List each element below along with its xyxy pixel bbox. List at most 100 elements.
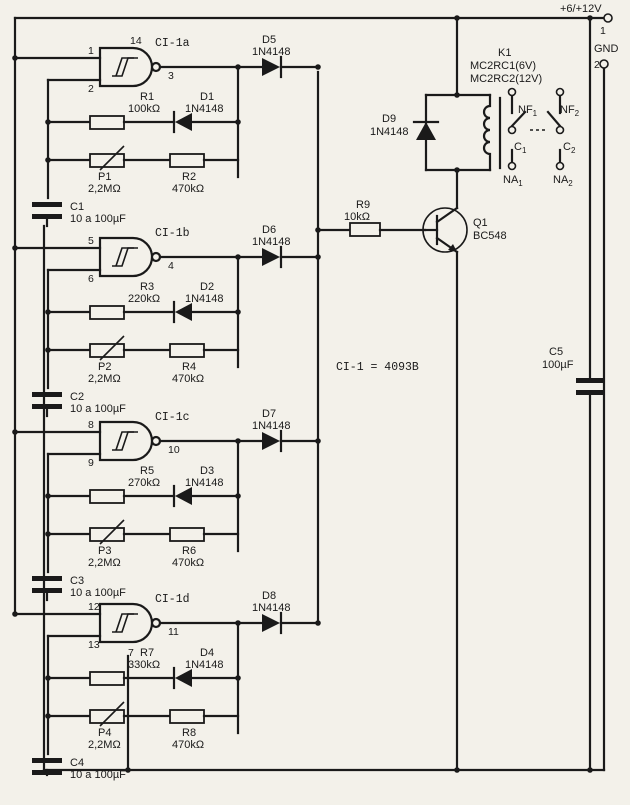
stage-1-cap-value: 10 a 100µF	[70, 213, 126, 225]
supply-label: +6/+12V	[560, 3, 602, 15]
stage-3-potentiometer-arrow	[99, 519, 125, 545]
stage-4-resistor-ref: R7	[140, 647, 154, 659]
stage-3-potentiometer	[89, 527, 125, 542]
stage-1-pin-out: 3	[168, 70, 174, 82]
stage-2-resistor-ref: R3	[140, 281, 154, 293]
stage-4-resistor	[169, 709, 205, 724]
stage-2-diode-part: 1N4148	[185, 293, 224, 305]
k1-ref: K1	[498, 47, 511, 59]
stage-1-cap-ref: C1	[70, 201, 84, 213]
stage-1-pin-in1: 1	[88, 45, 94, 57]
stage-4-pot-value: 2,2MΩ	[88, 739, 121, 751]
c2-label: C2	[563, 141, 576, 155]
stage-3-diode-ref: D3	[200, 465, 214, 477]
stage-1-out-diode-part: 1N4148	[252, 46, 291, 58]
stage-1-pot-ref: P1	[98, 171, 111, 183]
na2-label: NA2	[553, 174, 573, 188]
stage-3-resistor-ref: R5	[140, 465, 154, 477]
stage-4-junction-dot	[45, 713, 51, 719]
stage-3-resistor-value: 470kΩ	[172, 557, 204, 569]
stage-2-pot-ref: P2	[98, 361, 111, 373]
stage-1-junction-dot	[315, 64, 321, 70]
stage-1-potentiometer	[89, 153, 125, 168]
stage-1-pin-in2: 2	[88, 83, 94, 95]
stage-1-resistor	[169, 153, 205, 168]
stage-3-capacitor	[32, 588, 62, 593]
stage-1-junction-dot	[45, 157, 51, 163]
stage-2-output-diode	[262, 248, 280, 266]
stage-1-capacitor	[32, 214, 62, 219]
junction-dot	[454, 15, 460, 21]
stage-2-resistor-ref: R4	[182, 361, 196, 373]
stage-3-output-diode	[262, 432, 280, 450]
stage-3-pin-out: 10	[168, 444, 180, 456]
stage-2-schmitt-symbol	[115, 247, 134, 267]
stage-3-diode-part: 1N4148	[185, 477, 224, 489]
stage-4-nand-gate	[98, 602, 154, 644]
stage-4-output-diode	[262, 614, 280, 632]
stage-4-out-diode-part: 1N4148	[252, 602, 291, 614]
stage-2-pin-in2: 6	[88, 273, 94, 285]
stage-3-nand-gate	[98, 420, 154, 462]
stage-4-resistor-ref: R8	[182, 727, 196, 739]
stage-1-schmitt-symbol	[115, 57, 134, 77]
stage-2-junction-dot	[45, 309, 51, 315]
stage-4-cap-value: 10 a 100µF	[70, 769, 126, 781]
stage-1-resistor-ref: R1	[140, 91, 154, 103]
r9-ref: R9	[356, 199, 370, 211]
stage-4-pin-extra: 7	[128, 647, 134, 659]
stage-3-pot-ref: P3	[98, 545, 111, 557]
stage-2-gate-name: CI-1b	[155, 227, 190, 240]
nf1-label: NF1	[518, 104, 538, 118]
stage-4-feedback-diode	[175, 669, 192, 687]
junction-dot	[125, 767, 131, 773]
c1-label: C1	[514, 141, 527, 155]
stage-4-junction-dot	[12, 611, 18, 617]
stage-2-resistor	[89, 305, 125, 320]
ground-rail	[42, 59, 609, 772]
stage-3-cap-value: 10 a 100µF	[70, 587, 126, 599]
resistor-r9	[349, 222, 427, 237]
stage-1-resistor-value: 100kΩ	[128, 103, 160, 115]
stage-1-resistor-value: 470kΩ	[172, 183, 204, 195]
stage-3-pin-in1: 8	[88, 419, 94, 431]
stage-1-junction-dot	[235, 119, 241, 125]
stage-3-pin-in2: 9	[88, 457, 94, 469]
stage-3-resistor-value: 270kΩ	[128, 477, 160, 489]
stage-2-potentiometer-arrow	[99, 335, 125, 361]
stage-1-resistor	[89, 115, 125, 130]
stage-2-capacitor	[32, 404, 62, 409]
stage-4-resistor-value: 330kΩ	[128, 659, 160, 671]
stage-2-cap-value: 10 a 100µF	[70, 403, 126, 415]
stage-3-capacitor	[32, 576, 62, 581]
stage-1-junction-dot	[12, 55, 18, 61]
ic-note: CI-1 = 4093B	[336, 361, 419, 374]
stage-2-potentiometer	[89, 343, 125, 358]
stage-3-junction-dot	[45, 531, 51, 537]
stage-1-nand-gate	[98, 46, 154, 88]
stage-2-output-bubble	[150, 251, 162, 263]
stage-4-capacitor	[32, 758, 62, 763]
stage-1-potentiometer-arrow	[99, 145, 125, 171]
supply-pin-1: 1	[600, 25, 606, 37]
gnd-pin-2: 2	[594, 59, 600, 71]
k1-part-6v: MC2RC1(6V)	[470, 60, 536, 72]
stage-1-diode-part: 1N4148	[185, 103, 224, 115]
stage-4-schmitt-symbol	[115, 613, 134, 633]
stage-1-capacitor	[32, 202, 62, 207]
stage-2-resistor-value: 470kΩ	[172, 373, 204, 385]
stage-2-junction-dot	[235, 309, 241, 315]
stage-1-feedback-diode	[175, 113, 192, 131]
stage-4-output-bubble	[150, 617, 162, 629]
stage-3-schmitt-symbol	[115, 431, 134, 451]
stage-3-junction-dot	[45, 493, 51, 499]
stage-2-pin-out: 4	[168, 260, 174, 272]
stage-3-out-diode-ref: D7	[262, 408, 276, 420]
stage-1-diode-ref: D1	[200, 91, 214, 103]
stage-1-gate-name: CI-1a	[155, 37, 190, 50]
stage-2-pot-value: 2,2MΩ	[88, 373, 121, 385]
stage-4-pin-in2: 13	[88, 639, 100, 651]
stage-2-pin-in1: 5	[88, 235, 94, 247]
diode-d9	[412, 92, 460, 173]
